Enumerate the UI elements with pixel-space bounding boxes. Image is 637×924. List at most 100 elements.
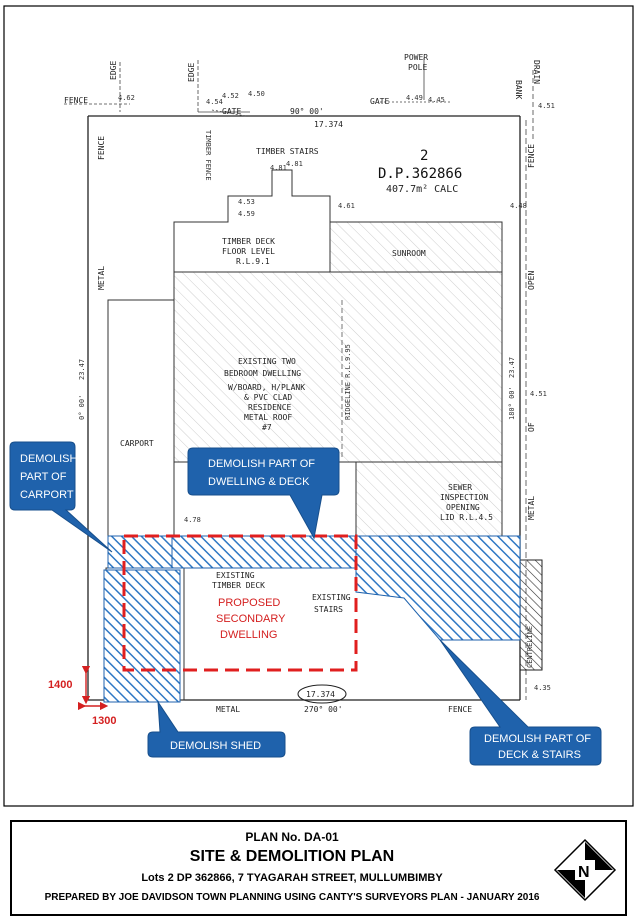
- callout-carport-line-1: DEMOLISH: [20, 453, 78, 465]
- sewer-label-2: INSPECTION: [440, 493, 488, 502]
- plan-number: PLAN No. DA-01: [245, 830, 339, 844]
- timber-stairs-label: TIMBER STAIRS: [256, 147, 319, 156]
- callout-deck: DEMOLISH PART OF DECK & STAIRS: [439, 639, 602, 766]
- bottom-distance-circle: [297, 684, 347, 704]
- left-bearing: 0° 00': [78, 395, 86, 420]
- metal-bottom-label: METAL: [216, 705, 240, 714]
- existing-deck-label-1: EXISTING: [216, 571, 255, 580]
- spot-levels: 4.62 4.54 4.52 4.50 4.49 4.45 4.51 4.81 …: [118, 90, 555, 692]
- callout-deck-line-1: DEMOLISH PART OF: [484, 733, 591, 745]
- dp-number: D.P.362866: [378, 166, 462, 182]
- power-pole-label-2: POLE: [408, 63, 427, 72]
- spot-level: 4.52: [222, 92, 239, 100]
- edge-label-1: EDGE: [109, 61, 118, 80]
- existing-structures: [105, 169, 503, 701]
- proposed-label-2: SECONDARY: [216, 613, 286, 625]
- timber-deck-label-2: FLOOR LEVEL: [222, 247, 275, 256]
- spot-level: 4.61: [338, 202, 355, 210]
- lot-description: Lots 2 DP 362866, 7 TYAGARAH STREET, MUL…: [141, 872, 443, 884]
- timber-deck-label-1: TIMBER DECK: [222, 237, 275, 246]
- spot-level: 4.53: [238, 198, 255, 206]
- dwelling-label-2: BEDROOM DWELLING: [224, 369, 301, 378]
- spot-level: 4.51: [538, 102, 555, 110]
- demolish-carport-area: [107, 535, 173, 569]
- callout-shed-line-1: DEMOLISH SHED: [170, 740, 261, 752]
- dwelling-label-1: EXISTING TWO: [238, 357, 296, 366]
- fence-left-label: FENCE: [97, 136, 106, 160]
- callout-shed-shape: [147, 700, 286, 758]
- callout-dwelling: DEMOLISH PART OF DWELLING & DECK: [187, 447, 340, 540]
- vertical-dimension-label: 1400: [48, 679, 72, 691]
- spot-level: 4.81: [286, 160, 303, 168]
- drain-label: DRAIN: [532, 60, 541, 84]
- callout-carport: DEMOLISH PART OF CARPORT: [9, 441, 113, 553]
- metal-right-label: METAL: [527, 496, 536, 520]
- open-right-label: OPEN: [527, 271, 536, 290]
- lot-number: 2: [420, 148, 428, 164]
- dwelling-label-7: #7: [262, 423, 272, 432]
- spot-level: 4.81: [270, 164, 287, 172]
- left-distance: 23.47: [78, 359, 86, 380]
- callout-dwelling-line-1: DEMOLISH PART OF: [208, 458, 315, 470]
- sewer-label-4: LID R.L.4.5: [440, 513, 493, 522]
- demolish-deck-area: [355, 535, 521, 641]
- demolition-areas: [103, 535, 521, 703]
- bottom-bearing: 270° 00': [304, 705, 343, 714]
- horizontal-dimension-label: 1300: [92, 715, 116, 727]
- dwelling-label-4: & PVC CLAD: [244, 393, 292, 402]
- ridgeline-label: RIDGELINE R.L.9.95: [344, 344, 352, 420]
- bank-label: BANK: [514, 80, 523, 99]
- sewer-label-1: SEWER: [448, 483, 472, 492]
- dwelling-label-5: RESIDENCE: [248, 403, 292, 412]
- existing-stairs-label-2: STAIRS: [314, 605, 343, 614]
- timber-deck-label-3: R.L.9.1: [236, 257, 270, 266]
- dwelling-label-6: METAL ROOF: [244, 413, 292, 422]
- sewer-label-3: OPENING: [446, 503, 480, 512]
- of-right-label: OF: [527, 422, 536, 432]
- centreline-label: CENTRELINE: [526, 626, 534, 668]
- spot-level: 4.54: [206, 98, 223, 106]
- existing-deck-label-2: TIMBER DECK: [212, 581, 265, 590]
- gate-label-left: GATE: [222, 107, 241, 116]
- callout-dwelling-line-2: DWELLING & DECK: [208, 476, 310, 488]
- spot-level: 4.49: [406, 94, 423, 102]
- north-arrow-icon: N: [553, 838, 617, 902]
- plan-title: SITE & DEMOLITION PLAN: [189, 848, 395, 865]
- setback-dimensions: [77, 665, 109, 711]
- proposed-label-3: DWELLING: [220, 629, 277, 641]
- callout-carport-shape: [9, 441, 113, 553]
- prepared-by: PREPARED BY JOE DAVIDSON TOWN PLANNING U…: [44, 892, 540, 903]
- demolish-dwelling-area: [171, 535, 357, 569]
- fence-right-label: FENCE: [527, 144, 536, 168]
- callout-carport-line-2: PART OF: [20, 471, 67, 483]
- bottom-distance: 17.374: [306, 690, 335, 699]
- lot-area: 407.7m² CALC: [386, 184, 458, 195]
- top-distance: 17.374: [314, 120, 343, 129]
- sheet-border: [3, 5, 634, 807]
- demolish-shed-area: [103, 569, 181, 703]
- callout-dwelling-shape: [187, 447, 340, 540]
- road-linework: [64, 58, 534, 700]
- plan-annotations: POWER POLE FENCE EDGE EDGE GATE GATE BAN…: [64, 53, 541, 714]
- spot-level: 4.78: [184, 516, 201, 524]
- metal-left-label: METAL: [97, 266, 106, 290]
- north-letter: N: [578, 864, 590, 881]
- carport-label: CARPORT: [120, 439, 154, 448]
- spot-level: 4.48: [510, 202, 527, 210]
- right-distance: 23.47: [508, 357, 516, 378]
- fence-bottom-label: FENCE: [448, 705, 472, 714]
- proposed-dwelling-outline: [122, 534, 358, 672]
- right-bearing: 180° 00': [508, 386, 516, 420]
- gate-label-right: GATE: [370, 97, 389, 106]
- callout-deck-line-2: DECK & STAIRS: [498, 749, 581, 761]
- dwelling-label-3: W/BOARD, H/PLANK: [228, 383, 305, 392]
- callout-deck-shape: [439, 639, 602, 766]
- sunroom-label: SUNROOM: [392, 249, 426, 258]
- spot-level: 4.50: [248, 90, 265, 98]
- callout-shed: DEMOLISH SHED: [147, 700, 286, 758]
- existing-stairs-label-1: EXISTING: [312, 593, 351, 602]
- spot-level: 4.59: [238, 210, 255, 218]
- callout-carport-line-3: CARPORT: [20, 489, 74, 501]
- edge-label-2: EDGE: [187, 63, 196, 82]
- title-block: PLAN No. DA-01 SITE & DEMOLITION PLAN Lo…: [10, 820, 627, 916]
